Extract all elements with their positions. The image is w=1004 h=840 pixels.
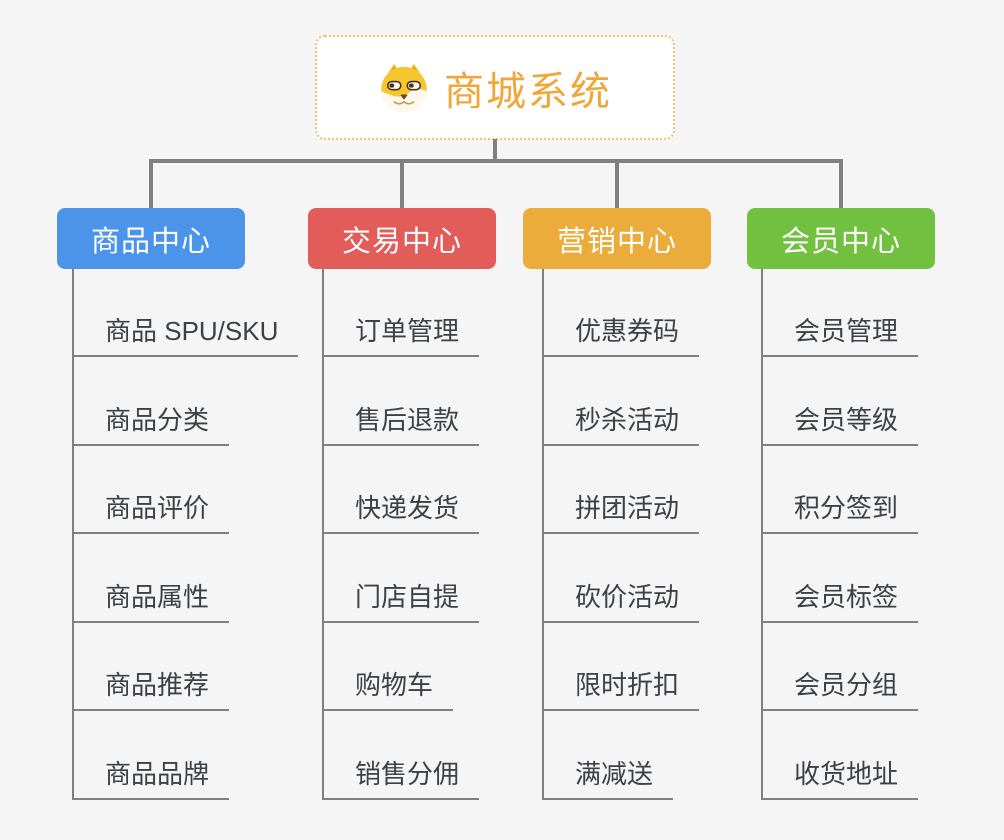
leaf-node[interactable]: 限时折扣 xyxy=(542,669,700,711)
leaf-node[interactable]: 积分签到 xyxy=(761,492,919,534)
connector-drop-branch-2 xyxy=(400,159,404,209)
connector-drop-branch-4 xyxy=(839,159,843,209)
leaf-node[interactable]: 优惠券码 xyxy=(542,315,700,357)
leaf-node[interactable]: 商品属性 xyxy=(72,581,230,623)
branch-node-product-center[interactable]: 商品中心 xyxy=(57,208,245,269)
leaf-node[interactable]: 订单管理 xyxy=(322,315,480,357)
connector-root-stem xyxy=(493,139,497,161)
leaf-node[interactable]: 门店自提 xyxy=(322,581,480,623)
doge-icon xyxy=(381,63,427,112)
leaf-node[interactable]: 商品推荐 xyxy=(72,669,230,711)
branch-trunk-line xyxy=(72,269,74,800)
leaf-node[interactable]: 快递发货 xyxy=(322,492,480,534)
root-title: 商城系统 xyxy=(444,69,612,114)
connector-drop-branch-3 xyxy=(615,159,619,209)
leaf-node[interactable]: 商品分类 xyxy=(72,404,230,446)
leaf-node[interactable]: 会员标签 xyxy=(761,581,919,623)
branch-node-marketing-center[interactable]: 营销中心 xyxy=(523,208,711,269)
branch-node-member-center[interactable]: 会员中心 xyxy=(747,208,935,269)
branch-trunk-line xyxy=(761,269,763,800)
leaf-node[interactable]: 砍价活动 xyxy=(542,581,700,623)
leaf-node[interactable]: 商品评价 xyxy=(72,492,230,534)
leaf-node[interactable]: 满减送 xyxy=(542,758,674,800)
leaf-node[interactable]: 商品 SPU/SKU xyxy=(72,315,299,357)
leaf-node[interactable]: 收货地址 xyxy=(761,758,919,800)
leaf-node[interactable]: 购物车 xyxy=(322,669,454,711)
branch-node-trade-center[interactable]: 交易中心 xyxy=(308,208,496,269)
connector-drop-branch-1 xyxy=(149,159,153,209)
leaf-node[interactable]: 拼团活动 xyxy=(542,492,700,534)
leaf-node[interactable]: 销售分佣 xyxy=(322,758,480,800)
leaf-node[interactable]: 会员分组 xyxy=(761,669,919,711)
connector-horizontal-bar xyxy=(149,159,843,163)
root-node[interactable]: 商城系统 xyxy=(315,35,675,140)
leaf-node[interactable]: 会员管理 xyxy=(761,315,919,357)
branch-trunk-line xyxy=(322,269,324,800)
leaf-node[interactable]: 售后退款 xyxy=(322,404,480,446)
leaf-node[interactable]: 会员等级 xyxy=(761,404,919,446)
leaf-node[interactable]: 秒杀活动 xyxy=(542,404,700,446)
branch-trunk-line xyxy=(542,269,544,800)
leaf-node[interactable]: 商品品牌 xyxy=(72,758,230,800)
